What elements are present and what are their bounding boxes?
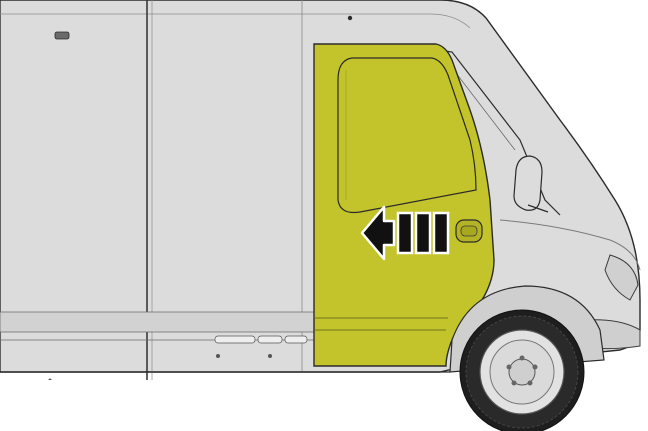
roof-dot <box>348 16 352 20</box>
bolt-1 <box>216 354 220 358</box>
badge-strip <box>215 336 307 343</box>
ground-mask <box>0 380 440 431</box>
marker-lamp <box>55 32 69 39</box>
bolt-2 <box>268 354 272 358</box>
side-mirror <box>514 156 542 210</box>
door-handle-grip <box>461 226 477 236</box>
front-wheel <box>460 310 584 431</box>
